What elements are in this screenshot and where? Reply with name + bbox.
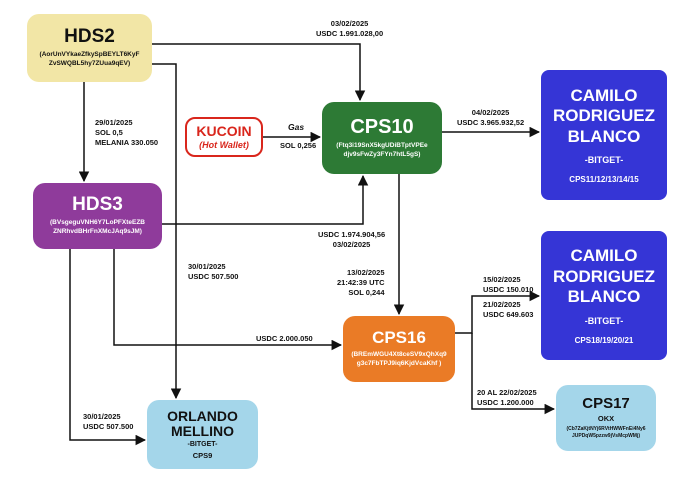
edge-cps16-camilo2-b-amount: USDC 649.603 xyxy=(483,309,534,319)
edge-label-cps16-camilo2-a: 15/02/2025 USDC 150.010 xyxy=(483,275,533,295)
camilo1-exchange: -BITGET- xyxy=(584,155,624,166)
orlando-title: ORLANDO MELLINO xyxy=(167,409,238,438)
cps10-address: (Ftq3i19SnX5kgUDiBTptVPEe djv9sFwZy3FYn7… xyxy=(336,142,427,160)
edge-label-hds2-cps10: 03/02/2025 USDC 1.991.028,00 xyxy=(316,19,383,39)
orlando-title-line1: ORLANDO xyxy=(167,407,238,424)
cps10-node: CPS10 (Ftq3i19SnX5kgUDiBTptVPEe djv9sFwZ… xyxy=(322,102,442,174)
edge-cps16-camilo2-a-date: 15/02/2025 xyxy=(483,275,521,284)
edge-hds2-hds3-sol: SOL 0,5 xyxy=(95,127,123,137)
cps16-address-line1: (BREmWGU4Xt8ceSV9xQhXq9 xyxy=(351,351,447,359)
cps10-title: CPS10 xyxy=(350,115,414,138)
camilo2-title-line3: BLANCO xyxy=(567,287,641,307)
edge-hds3-orlando-amount: USDC 507.500 xyxy=(83,421,134,431)
edge-label-cps10-cps16: 13/02/2025 21:42:39 UTC SOL 0,244 xyxy=(337,268,385,297)
camilo2-wallets: CPS18/19/20/21 xyxy=(574,335,634,345)
hds2-address: (AorUnVYkaeZfkySpBEYLT6KyF ZvSWQBL5hy7ZU… xyxy=(40,51,140,69)
edge-label-cps16-camilo2-b: 21/02/2025 USDC 649.603 xyxy=(483,300,533,320)
hds2-node: HDS2 (AorUnVYkaeZfkySpBEYLT6KyF ZvSWQBL5… xyxy=(27,14,152,82)
edge-cps10-camilo1-date: 04/02/2025 xyxy=(471,108,510,117)
cps17-address: (Cb7ZaKjtNYj6RVtHWWFnEi4Ny6 JUPDqW5pzzw9… xyxy=(566,426,645,440)
cps16-node: CPS16 (BREmWGU4Xt8ceSV9xQhXq9 g3c7FbTPJ9… xyxy=(343,316,455,382)
hds2-address-line1: (AorUnVYkaeZfkySpBEYLT6KyF xyxy=(39,51,140,59)
camilo2-exchange: -BITGET- xyxy=(584,315,624,326)
camilo1-title-line2: RODRIGUEZ xyxy=(553,106,655,126)
hds3-title: HDS3 xyxy=(72,194,123,216)
hds3-address-line2: ZNRhvdBHrFnXMcJAq9sJM) xyxy=(53,227,142,235)
edge-cps16-cps17-date: 20 AL 22/02/2025 xyxy=(477,388,537,397)
camilo1-title-line1: CAMILO xyxy=(570,85,638,105)
camilo1-title: CAMILO RODRIGUEZ BLANCO xyxy=(553,86,655,147)
edge-cps16-camilo2-a-amount: USDC 150.010 xyxy=(483,284,534,294)
edge-cps16-cps17-amount: USDC 1.200.000 xyxy=(477,397,534,407)
arrow-hds3-to-orlando xyxy=(69,249,147,446)
arrow-cps16-to-cps17 xyxy=(471,333,556,415)
edge-label-hds2-orlando: 30/01/2025 USDC 507.500 xyxy=(188,262,238,282)
hds3-address-line1: (BVsgeguVNH6Y7LoPFXteEZB xyxy=(50,219,145,227)
cps10-address-line1: (Ftq3i19SnX5kgUDiBTptVPEe xyxy=(336,141,428,149)
edge-cps10-camilo1-amount: USDC 3.965.932,52 xyxy=(457,117,525,127)
orlando-wallets: CPS9 xyxy=(192,451,213,461)
hds3-address: (BVsgeguVNH6Y7LoPFXteEZB ZNRhvdBHrFnXMcJ… xyxy=(50,219,145,237)
hds3-node: HDS3 (BVsgeguVNH6Y7LoPFXteEZB ZNRhvdBHrF… xyxy=(33,183,162,249)
edge-cps10-cps16-time: 21:42:39 UTC xyxy=(337,277,385,287)
edge-label-hds3-orlando: 30/01/2025 USDC 507.500 xyxy=(83,412,133,432)
camilo1-title-line3: BLANCO xyxy=(567,126,641,146)
orlando-mellino-node: ORLANDO MELLINO -BITGET- CPS9 xyxy=(147,400,258,469)
edge-hds2-cps10-date: 03/02/2025 xyxy=(330,19,369,28)
cps10-address-line2: djv9sFwZy3FYn7htL5gS) xyxy=(343,150,421,158)
kucoin-node: KUCOIN (Hot Wallet) xyxy=(185,117,263,157)
edge-hds3-orlando-date: 30/01/2025 xyxy=(83,412,121,421)
edge-kucoin-cps10-amount: SOL 0,256 xyxy=(280,141,317,150)
cps17-node: CPS17 OKX (Cb7ZaKjtNYj6RVtHWWFnEi4Ny6 JU… xyxy=(556,385,656,451)
edge-hds2-hds3-date: 29/01/2025 xyxy=(95,118,133,127)
kucoin-subtitle: (Hot Wallet) xyxy=(199,139,249,150)
orlando-title-line2: MELLINO xyxy=(171,422,234,439)
edge-cps16-camilo2-b-date: 21/02/2025 xyxy=(483,300,521,309)
kucoin-title: KUCOIN xyxy=(196,123,252,140)
arrow-hds3-to-cps10 xyxy=(162,174,369,225)
edge-hds3-cps10-date: 03/02/2025 xyxy=(332,239,371,249)
hds2-title: HDS2 xyxy=(64,26,115,48)
hds2-address-line2: ZvSWQBL5hy7ZUua9qEV) xyxy=(48,59,131,67)
camilo2-title-line2: RODRIGUEZ xyxy=(553,266,655,286)
cps17-title: CPS17 xyxy=(582,395,630,413)
arrow-hds2-to-orlando xyxy=(152,63,182,400)
edge-hds2-cps10-amount: USDC 1.991.028,00 xyxy=(316,28,384,38)
edge-label-hds2-hds3: 29/01/2025 SOL 0,5 MELANIA 330.050 xyxy=(95,118,158,147)
edge-label-cps16-cps17: 20 AL 22/02/2025 USDC 1.200.000 xyxy=(477,388,537,408)
arrow-hds3-to-cps16 xyxy=(113,249,343,351)
edge-hds2-orlando-amount: USDC 507.500 xyxy=(188,271,239,281)
camilo1-wallets: CPS11/12/13/14/15 xyxy=(569,175,639,185)
edge-label-cps10-camilo1: 04/02/2025 USDC 3.965.932,52 xyxy=(457,108,524,128)
edge-hds2-hds3-token: MELANIA 330.050 xyxy=(95,137,159,147)
camilo-rodriguez-node-1: CAMILO RODRIGUEZ BLANCO -BITGET- CPS11/1… xyxy=(541,70,667,200)
cps16-address: (BREmWGU4Xt8ceSV9xQhXq9 g3c7FbTPJ9iq6Kjd… xyxy=(351,351,446,369)
edge-cps10-cps16-date: 13/02/2025 xyxy=(346,268,385,277)
edge-hds2-orlando-date: 30/01/2025 xyxy=(188,262,226,271)
arrow-hds2-to-cps10 xyxy=(152,43,366,102)
cps17-exchange: OKX xyxy=(597,414,615,424)
orlando-exchange: -BITGET- xyxy=(187,441,218,449)
camilo2-title: CAMILO RODRIGUEZ BLANCO xyxy=(553,246,655,307)
edge-hds3-cps16-amount: USDC 2.000.050 xyxy=(256,334,313,343)
cps17-address-line2: JUPDqW5pzzw9jVsMcpWMj) xyxy=(571,432,641,439)
edge-hds3-cps10-amount: USDC 1.974.904,56 xyxy=(318,230,386,239)
cps16-address-line2: g3c7FbTPJ9iq6KjdVcaKhf ) xyxy=(356,359,442,367)
cps17-address-line1: (Cb7ZaKjtNYj6RVtHWWFnEi4Ny6 xyxy=(566,426,646,433)
cps16-title: CPS16 xyxy=(372,328,426,348)
arrow-cps16-to-camilo2 xyxy=(455,290,541,334)
edge-cps10-cps16-amount: SOL 0,244 xyxy=(348,287,385,297)
edge-kucoin-cps10-label: Gas xyxy=(288,122,305,132)
camilo-rodriguez-node-2: CAMILO RODRIGUEZ BLANCO -BITGET- CPS18/1… xyxy=(541,231,667,360)
edge-label-hds3-cps10: USDC 1.974.904,56 03/02/2025 xyxy=(318,230,385,250)
camilo2-title-line1: CAMILO xyxy=(570,246,638,266)
